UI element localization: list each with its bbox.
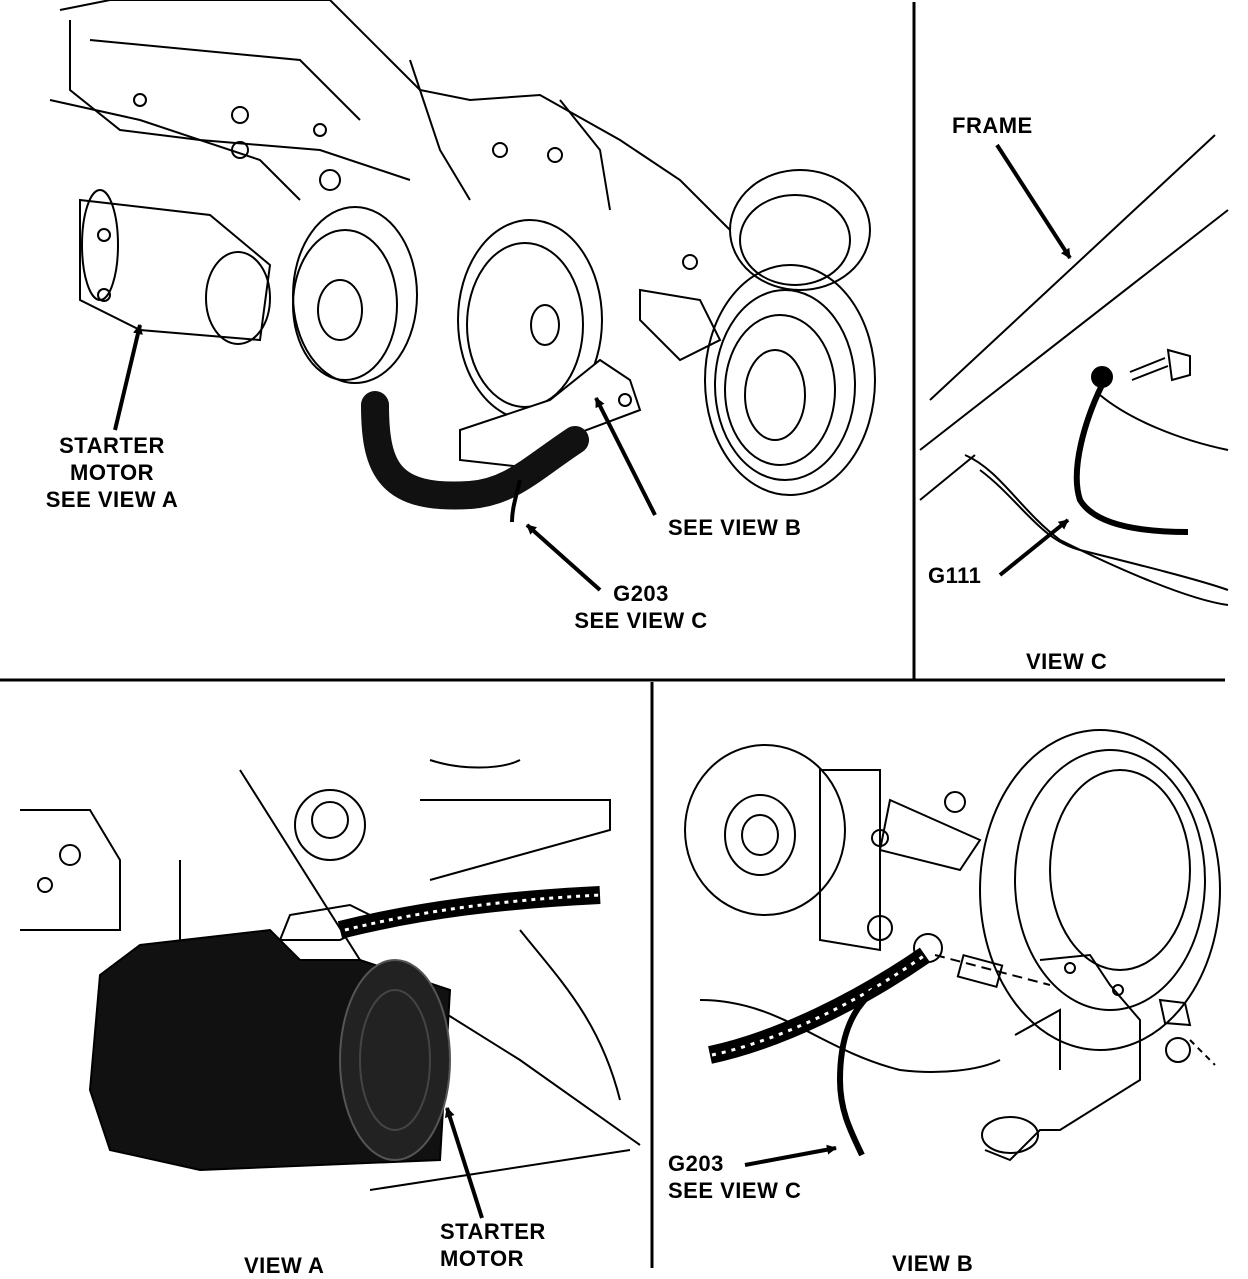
view-c-frame-label: FRAME [952,113,1033,138]
alternator-pulley [292,206,418,384]
panel-dividers [0,2,1225,1268]
view-a-leader-arrows [444,1107,484,1219]
overview-see-view-b-label: SEE VIEW B [668,515,802,540]
overview-leader-arrows [113,324,657,592]
view-b-bracket [981,953,1141,1162]
view-a-starter-motor-label: STARTER MOTOR [440,1219,546,1271]
view-b-illustration [684,729,1221,1162]
view-a-battery-cable [337,886,601,939]
view-c-leader-arrows [995,143,1072,577]
view-b-ground-wire-g203 [836,987,877,1157]
view-b-leader-arrows [744,1144,837,1167]
ground-wire-g203 [510,479,522,523]
view-b-battery-cable [708,947,931,1064]
frame-rail [919,134,1229,501]
view-a-starter-motor [88,928,452,1172]
view-b-stud-bolt [934,953,1216,1066]
ground-bolt-g111 [1091,348,1191,388]
view-b-g203-label: G203 SEE VIEW C [668,1151,802,1203]
crankshaft-pulley [704,169,876,496]
view-c-caption: VIEW C [1026,649,1108,674]
overview-g203-label: G203 SEE VIEW C [574,581,708,633]
view-c-g111-label: G111 [928,563,982,588]
overview-starter-motor-label: STARTER MOTOR SEE VIEW A [45,433,179,512]
view-a-caption: VIEW A [244,1253,325,1278]
ground-wire-g111 [1073,383,1189,535]
view-b-caption: VIEW B [892,1251,974,1276]
engine-overview-illustration [49,0,876,496]
battery-cable [361,391,589,510]
starter-motor [79,189,272,345]
view-b-pulleys [684,729,1221,1051]
view-c-illustration [919,134,1229,606]
